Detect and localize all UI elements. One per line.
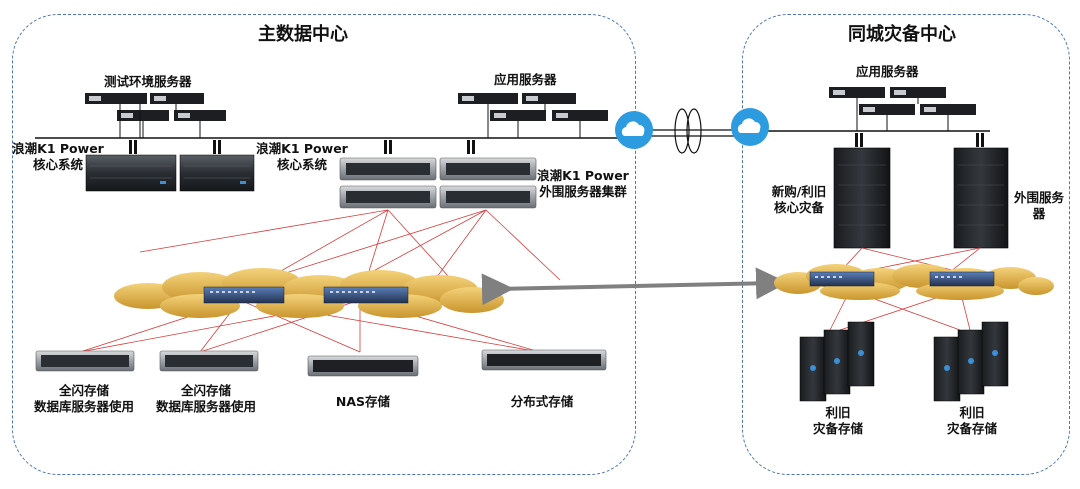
dr-app-servers-group bbox=[829, 87, 976, 131]
main-san-switch-left bbox=[203, 286, 285, 304]
dr-storage1-label-line2: 灾备存储 bbox=[812, 421, 863, 436]
app-servers-label: 应用服务器 bbox=[494, 72, 557, 87]
nas-storage bbox=[307, 355, 419, 377]
cluster-label-line1: 浪潮K1 Power bbox=[537, 168, 629, 183]
k1-left-label: 浪潮K1 Power 核心系统 bbox=[8, 141, 108, 173]
dr-storage1-label: 利旧 灾备存储 bbox=[800, 405, 876, 437]
dr-core-label-line1: 新购/利旧 bbox=[771, 184, 827, 199]
dr-app-servers-label: 应用服务器 bbox=[856, 64, 919, 79]
main-datacenter-zone bbox=[12, 14, 636, 475]
dr-datacenter-title: 同城灾备中心 bbox=[848, 24, 956, 45]
nas-label: NAS存储 bbox=[335, 394, 391, 409]
distributed-storage bbox=[481, 349, 607, 371]
flash1-label: 全闪存储 数据库服务器使用 bbox=[24, 383, 144, 415]
dr-peripheral-label-line2: 器 bbox=[1032, 206, 1046, 221]
dr-san-switch-right bbox=[929, 271, 995, 287]
dr-storage-1 bbox=[799, 321, 875, 402]
flash-storage-1 bbox=[35, 350, 135, 372]
k1-mid-label: 浪潮K1 Power 核心系统 bbox=[252, 141, 352, 173]
dr-peripheral-label-line1: 外围服务 bbox=[1013, 190, 1064, 205]
link-connectors bbox=[129, 133, 984, 154]
dr-datacenter-zone bbox=[742, 14, 1070, 475]
flash-storage-2 bbox=[159, 350, 259, 372]
k1-mid-label-line1: 浪潮K1 Power bbox=[256, 141, 348, 156]
k1-core-system-right bbox=[179, 154, 255, 192]
dr-storage-2 bbox=[933, 321, 1009, 402]
dr-cloud-icon bbox=[731, 108, 769, 146]
k1-core-system-left bbox=[85, 154, 177, 192]
dr-peripheral-label: 外围服务 器 bbox=[1008, 190, 1070, 222]
dr-san-switch-left bbox=[809, 271, 875, 287]
dr-storage2-label-line2: 灾备存储 bbox=[946, 421, 997, 436]
replication-arrow bbox=[481, 267, 788, 306]
dr-storage2-label-line1: 利旧 bbox=[959, 405, 985, 420]
dr-storage2-label: 利旧 灾备存储 bbox=[934, 405, 1010, 437]
main-datacenter-title: 主数据中心 bbox=[258, 24, 348, 45]
test-servers-label: 测试环境服务器 bbox=[104, 74, 192, 89]
distributed-label: 分布式存储 bbox=[510, 394, 574, 409]
dr-core-label: 新购/利旧 核心灾备 bbox=[762, 184, 836, 216]
main-san-switch-right bbox=[323, 286, 409, 304]
flash1-label-line2: 数据库服务器使用 bbox=[33, 399, 134, 414]
flash2-label-line2: 数据库服务器使用 bbox=[155, 399, 256, 414]
k1-left-label-line2: 核心系统 bbox=[32, 157, 83, 172]
dr-peripheral-tower-server bbox=[953, 147, 1009, 249]
peripheral-server-cluster bbox=[339, 157, 537, 209]
main-san-cloud bbox=[114, 268, 504, 318]
test-servers-group bbox=[85, 93, 226, 138]
dr-storage1-label-line1: 利旧 bbox=[825, 405, 851, 420]
k1-mid-label-line2: 核心系统 bbox=[276, 157, 327, 172]
dr-core-label-line2: 核心灾备 bbox=[773, 200, 824, 215]
flash2-label: 全闪存储 数据库服务器使用 bbox=[146, 383, 266, 415]
k1-left-label-line1: 浪潮K1 Power bbox=[12, 141, 104, 156]
cluster-label: 浪潮K1 Power 外围服务器集群 bbox=[532, 168, 634, 200]
main-cloud-icon bbox=[615, 111, 653, 149]
cluster-label-line2: 外围服务器集群 bbox=[539, 184, 627, 199]
flash1-label-line1: 全闪存储 bbox=[58, 383, 109, 398]
flash2-label-line1: 全闪存储 bbox=[180, 383, 231, 398]
dr-core-tower-server bbox=[833, 147, 891, 249]
app-servers-group bbox=[458, 93, 608, 138]
